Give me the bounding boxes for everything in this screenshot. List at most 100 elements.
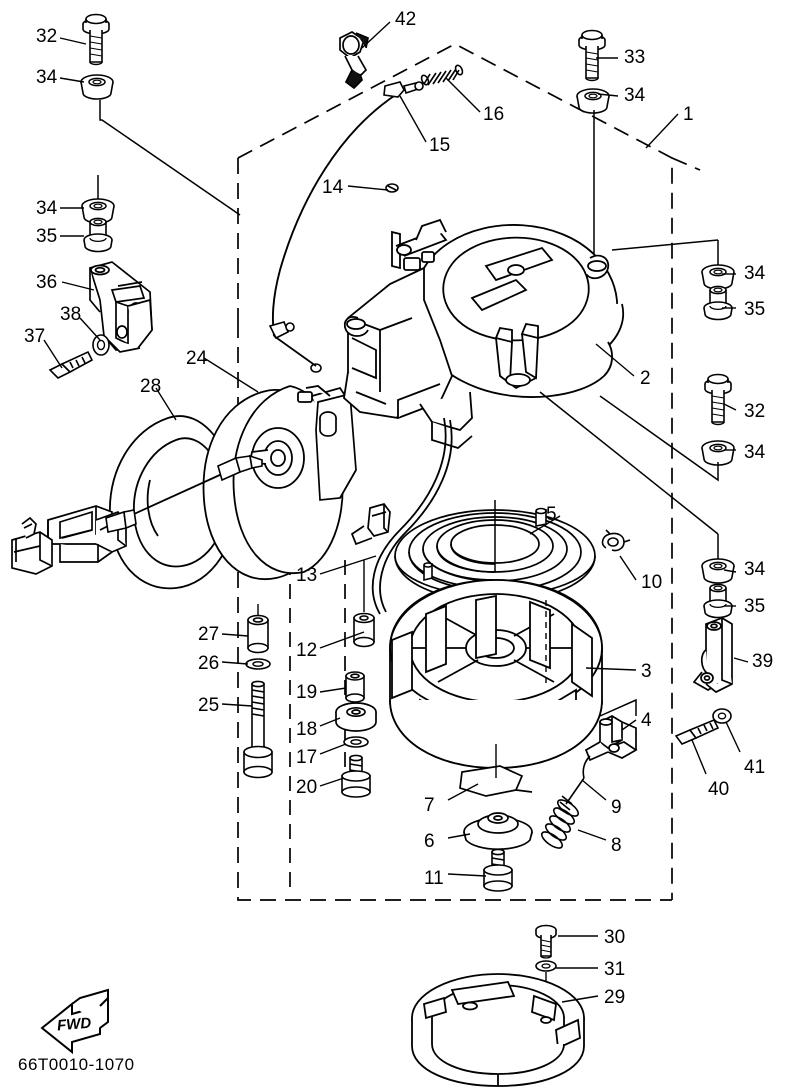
part-34-top-right — [576, 88, 610, 114]
part-20-nut-bolt — [341, 754, 371, 798]
callout-6-drive-plate: 6 — [424, 831, 435, 852]
part-7-plate — [459, 765, 533, 797]
callout-38-washer: 38 — [60, 304, 82, 325]
callout-27-collar-spacer: 27 — [198, 624, 220, 645]
diagram-code: 66T0010-1070 — [18, 1055, 135, 1074]
callout-18-damper-rubber: 18 — [296, 719, 318, 740]
callout-42-cable-clamp: 42 — [395, 9, 417, 30]
callout-35-collar-bushing: 35 — [744, 596, 766, 617]
callout-35-collar-bushing: 35 — [744, 299, 766, 320]
part-31-washer — [535, 960, 557, 972]
part-25-bolt-long — [243, 680, 273, 779]
callout-41-washer: 41 — [744, 757, 766, 778]
callout-3-sheave-drum: 3 — [641, 661, 652, 682]
part-8-spring — [540, 799, 580, 849]
callout-25-bolt-long: 25 — [198, 695, 220, 716]
part-36-bracket — [88, 261, 153, 353]
part-24-pulley — [202, 385, 350, 581]
callout-34-grommet-damper: 34 — [744, 559, 766, 580]
part-34-right-b — [701, 440, 735, 466]
callout-34-grommet-damper: 34 — [624, 85, 646, 106]
callout-34-grommet-damper: 34 — [36, 67, 58, 88]
assembly-boundary-dashed — [237, 43, 701, 901]
callout-40-bolt-hex: 40 — [708, 779, 730, 800]
part-10-circlip — [601, 529, 631, 552]
part-32-top-left — [82, 13, 110, 66]
rope-end-fitting — [217, 454, 263, 482]
part-27-collar — [247, 614, 269, 654]
callout-13-cable-guide: 13 — [296, 565, 318, 586]
part-22-lock — [11, 516, 53, 575]
part-17-washer — [343, 736, 369, 748]
part-2-starter-case — [343, 218, 625, 450]
part-30-screw — [535, 924, 557, 959]
part-40-bolt — [674, 718, 720, 745]
part-15-cable-fitting — [383, 81, 424, 98]
part-18-damper — [335, 702, 377, 732]
part-38-washer — [92, 334, 110, 356]
part-35-right-c — [703, 583, 733, 619]
part-12-collar — [353, 612, 375, 648]
rope-ferrule — [105, 509, 137, 533]
callout-35-collar-bushing: 35 — [36, 226, 58, 247]
callout-36-bracket-mount: 36 — [36, 272, 58, 293]
part-34-right-a — [701, 264, 735, 290]
callout-20-nut-bolt: 20 — [296, 777, 318, 798]
part-29-starter-cup — [411, 973, 585, 1087]
callout-11-bolt-center: 11 — [424, 868, 444, 889]
callout-30-screw: 30 — [604, 927, 626, 948]
leader-lines — [43, 21, 749, 1003]
part-35-right-a — [703, 285, 733, 321]
part-32-right — [704, 373, 732, 426]
callout-29-starter-cup-ring: 29 — [604, 987, 626, 1008]
part-26-washer — [245, 658, 271, 670]
callout-5-spiral-spring: 5 — [546, 504, 557, 525]
cable-to-drum — [371, 417, 453, 615]
callout-34-grommet-damper: 34 — [744, 263, 766, 284]
callout-17-washer: 17 — [296, 747, 318, 768]
part-14-clip — [385, 183, 399, 193]
part-33-bolt — [578, 29, 606, 82]
callout-10-circlip: 10 — [641, 572, 663, 593]
pulley-hub-block — [315, 392, 357, 501]
part-13-guide — [350, 503, 391, 546]
callout-33-bolt-flange: 33 — [624, 47, 646, 68]
callout-32-bolt-flange: 32 — [36, 26, 58, 47]
callout-2-starter-case: 2 — [640, 368, 651, 389]
callout-12-cable-assembly: 12 — [296, 640, 318, 661]
part-35-left-mid — [83, 217, 113, 253]
part-39-bracket — [692, 617, 733, 694]
part-19-collar — [345, 671, 365, 703]
part-11-bolt — [483, 848, 513, 892]
part-16-spring — [420, 64, 464, 86]
callout-34-grommet-damper: 34 — [36, 198, 58, 219]
callout-15-cable-end-fitting: 15 — [429, 135, 451, 156]
fwd-arrow — [40, 988, 109, 1055]
part-9-spring — [557, 755, 591, 815]
fwd-label: FWD — [56, 1014, 92, 1035]
callout-14-circlip-small: 14 — [322, 177, 344, 198]
spring-tabs — [423, 507, 547, 582]
callout-19-collar: 19 — [296, 682, 318, 703]
callout-1-assembly-boundary: 1 — [683, 104, 694, 125]
part-41-washer — [712, 708, 732, 724]
callout-8-spring-compression: 8 — [611, 835, 622, 856]
cable-lower-end — [268, 321, 322, 373]
starter-cable — [271, 91, 401, 337]
leader-32-34-left — [99, 100, 241, 216]
callout-4-drive-pawl: 4 — [641, 710, 652, 731]
part-3-sheave-drum — [389, 579, 603, 769]
callout-39-bracket-lever: 39 — [752, 651, 774, 672]
callout-37-bolt-hex: 37 — [24, 326, 46, 347]
part-6-drive-plate — [463, 812, 533, 851]
part-34-top-left — [80, 74, 114, 100]
part-4-pawl — [584, 715, 638, 762]
callout-7-plate-friction: 7 — [424, 795, 435, 816]
part-37-bolt — [48, 350, 94, 379]
callout-26-washer: 26 — [198, 653, 220, 674]
callout-28-starter-rope: 28 — [140, 376, 162, 397]
callout-9-spring-pawl: 9 — [611, 797, 622, 818]
callout-31-washer: 31 — [604, 959, 626, 980]
